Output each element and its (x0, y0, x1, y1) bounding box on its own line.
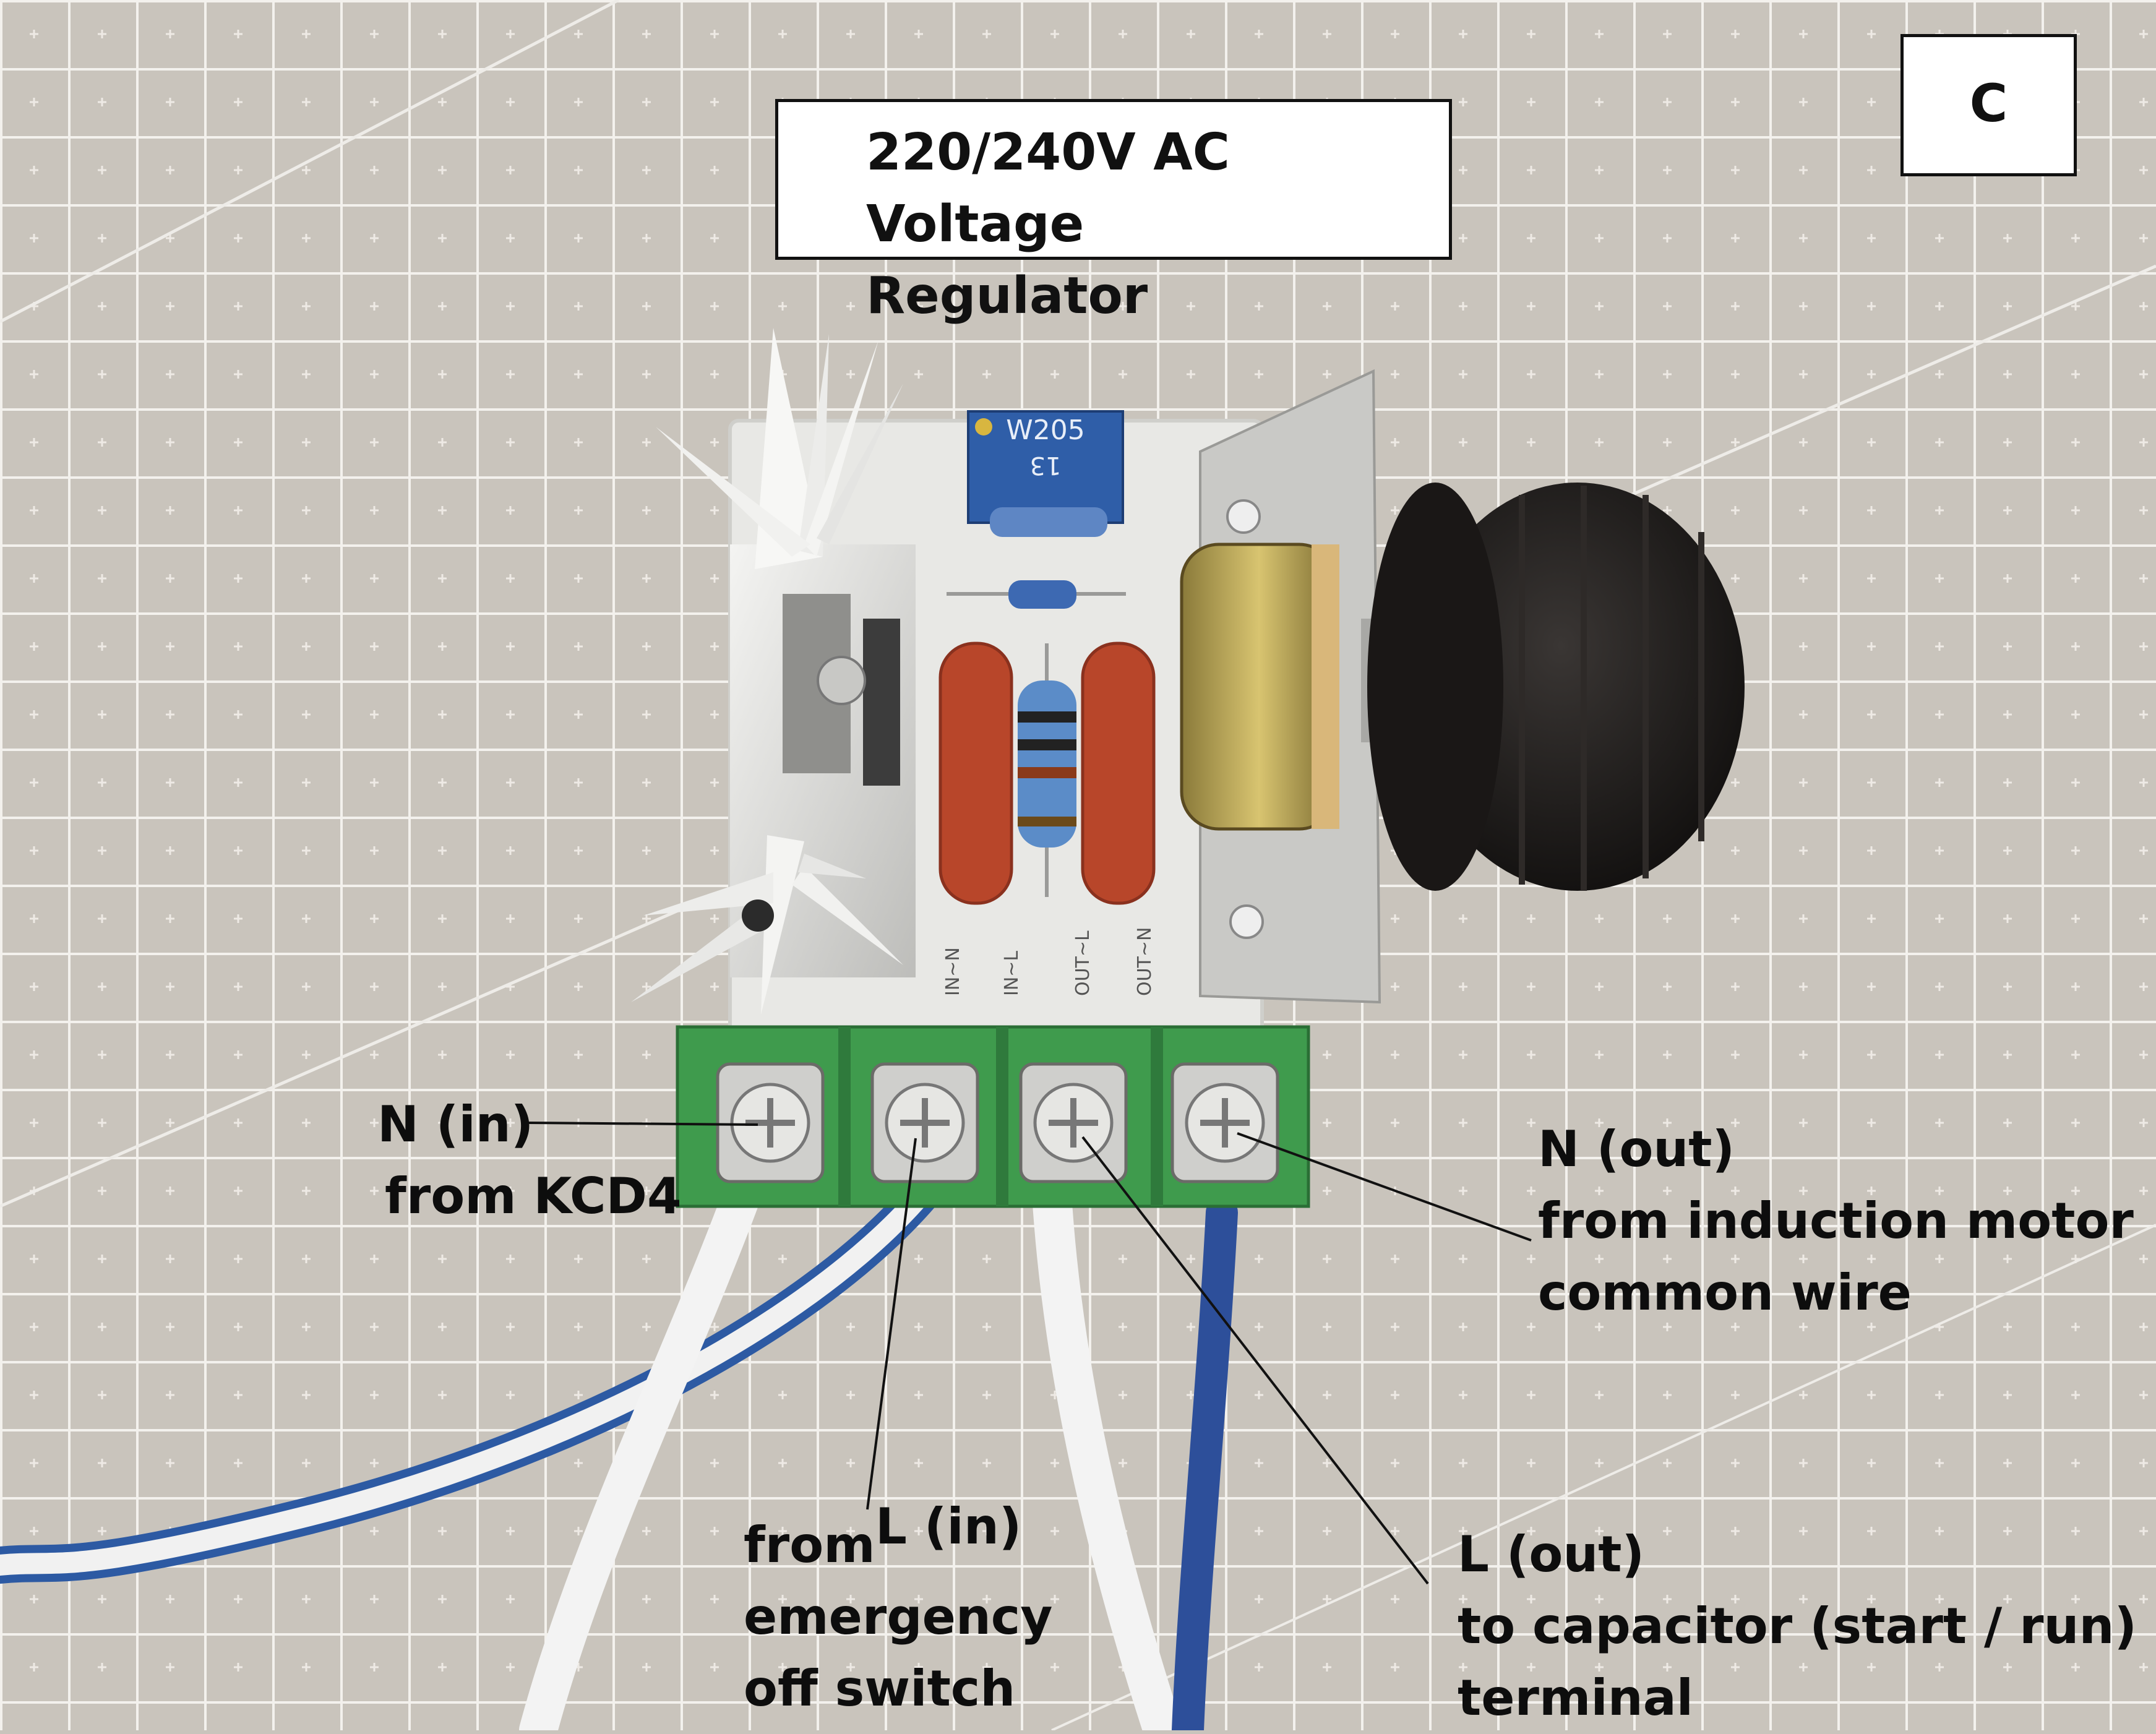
resistor (1018, 643, 1076, 897)
annotation-l-in-line1: from (744, 1516, 875, 1574)
trimmer-marking-bottom: 13 (1030, 451, 1062, 479)
terminal-screw-l-in (870, 1062, 979, 1183)
annotation-n-out: N (out) from induction motor common wire (1538, 1114, 2134, 1329)
annotation-l-in: from emergency off switch (744, 1509, 1052, 1725)
trimmer-potentiometer: W205 13 (967, 410, 1124, 537)
leader-line-n-out (1237, 1132, 1532, 1242)
mat-diagonal-line (1051, 1224, 2156, 1730)
annotation-n-out-line1: N (out) (1538, 1120, 1735, 1178)
control-knob (1367, 483, 1745, 891)
silkscreen-out-l: OUT~L (1072, 930, 1094, 996)
wire-blue-white-lin-stripe (0, 1183, 932, 1576)
annotation-l-in-title: L (in) (875, 1498, 1022, 1555)
terminal-block (676, 1025, 1310, 1208)
capacitor-right (1081, 642, 1156, 905)
annotation-n-out-line2: from induction motor (1538, 1192, 2134, 1250)
annotation-l-out-line1: L (out) (1458, 1526, 1645, 1583)
panel-letter: C (1969, 73, 2008, 134)
annotation-l-out: L (out) to capacitor (start / run) termi… (1458, 1519, 2137, 1734)
wire-white-nin (519, 1175, 762, 1730)
title-line-2: Regulator (866, 267, 1148, 325)
silkscreen-in-n: IN~N (942, 947, 964, 996)
leader-line-l-in (866, 1138, 917, 1510)
annotation-l-in-label: L (in) (875, 1491, 1021, 1563)
silkscreen-in-l: IN~L (1001, 951, 1023, 996)
trimmer-marking-top: W205 (1006, 414, 1085, 446)
title-box: 220/240V AC Voltage Regulator (775, 99, 1452, 325)
leader-line-l-out (1081, 1136, 1429, 1585)
annotation-l-out-line2: to capacitor (start / run) (1458, 1597, 2137, 1655)
wire-blue-nout (1172, 1196, 1238, 1730)
panel-letter-box: C (1900, 34, 2077, 176)
leader-line-n-in (528, 1122, 758, 1126)
silkscreen-out-n: OUT~N (1134, 927, 1156, 996)
terminal-silkscreen: IN~N IN~L OUT~L OUT~N (942, 927, 1156, 996)
annotation-l-in-line2: emergency (744, 1588, 1053, 1646)
annotation-n-out-line3: common wire (1538, 1264, 1912, 1321)
terminal-screw-n-out (1170, 1062, 1279, 1183)
terminal-screw-l-out (1019, 1062, 1128, 1183)
annotation-n-in-line1: N (in) (377, 1096, 534, 1153)
annotation-l-in-line3: off switch (744, 1660, 1016, 1717)
diode (947, 580, 1126, 609)
wire-white-lout (1032, 1174, 1183, 1730)
heatsink (631, 328, 916, 1015)
annotation-n-in-line2: from KCD4 (385, 1167, 682, 1225)
terminal-screw-n-in (716, 1062, 825, 1183)
annotation-l-out-line3: terminal (1458, 1669, 1694, 1727)
annotation-n-in: N (in) from KCD4 (377, 1089, 682, 1232)
title-line-1: 220/240V AC Voltage (866, 123, 1230, 254)
mat-diagonal-line (0, 0, 620, 324)
capacitor-left (938, 642, 1013, 905)
